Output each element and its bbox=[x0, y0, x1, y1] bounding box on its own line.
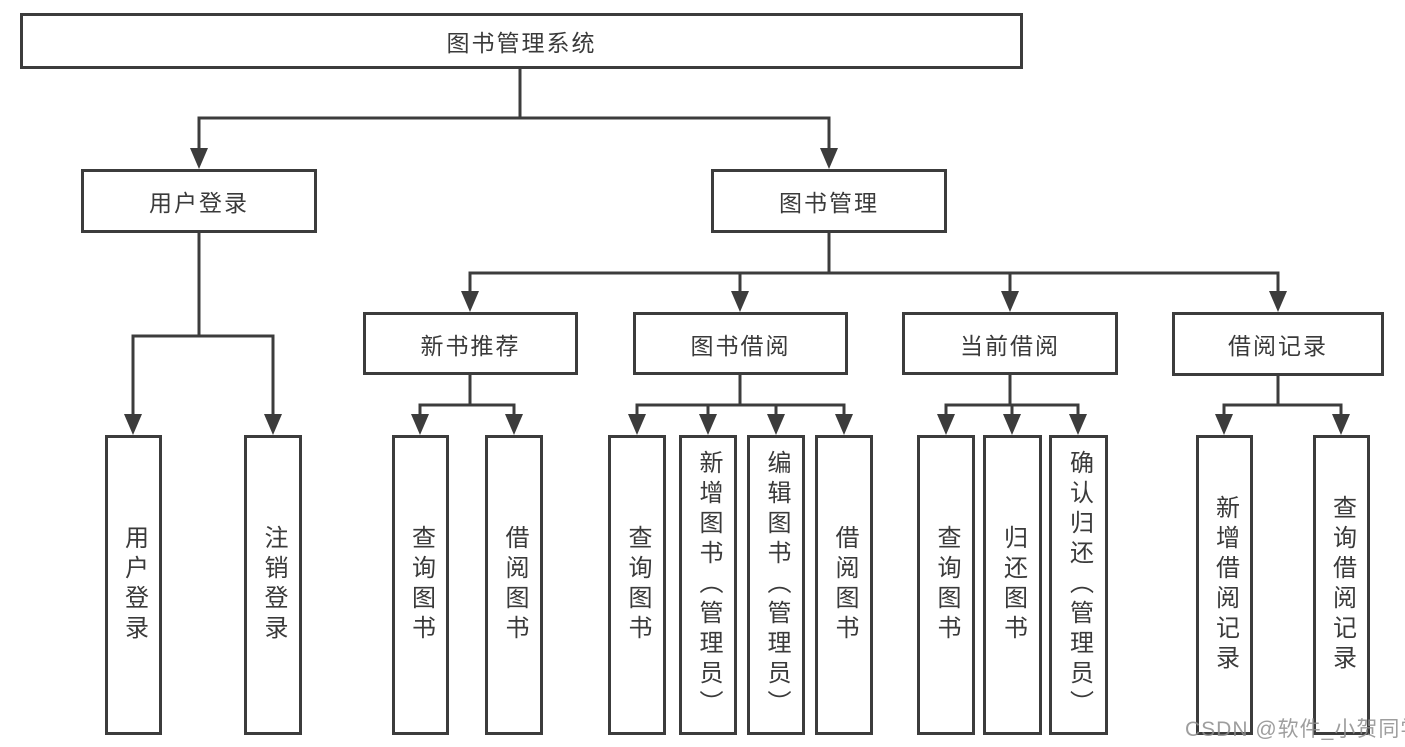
node-root: 图书管理系统 bbox=[20, 13, 1023, 69]
connector-borrow-records-children bbox=[1215, 375, 1350, 435]
connector-root-to-level2 bbox=[190, 69, 838, 169]
leaf-borrow-book: 借阅图书 bbox=[815, 435, 873, 735]
node-borrow-records-label: 借阅记录 bbox=[1228, 333, 1328, 359]
node-book-mgmt: 图书管理 bbox=[711, 169, 947, 233]
connector-book-borrow-children bbox=[628, 375, 853, 435]
leaf-newrec-borrow-books: 借阅图书 bbox=[485, 435, 543, 735]
connector-book-mgmt-to-level3 bbox=[461, 233, 1287, 312]
node-root-label: 图书管理系统 bbox=[446, 30, 597, 56]
leaf-confirm-return-admin: 确认归还（管理员） bbox=[1049, 435, 1108, 735]
node-book-borrow: 图书借阅 bbox=[633, 312, 848, 375]
leaf-borrow-query-books-label: 查询图书 bbox=[624, 525, 651, 645]
node-new-book-rec-label: 新书推荐 bbox=[420, 332, 521, 359]
leaf-add-book-admin-label: 新增图书（管理员） bbox=[695, 450, 722, 720]
leaf-return-book: 归还图书 bbox=[983, 435, 1042, 735]
leaf-query-borrow-record: 查询借阅记录 bbox=[1313, 435, 1370, 735]
leaf-confirm-return-admin-label: 确认归还（管理员） bbox=[1065, 450, 1093, 720]
leaf-newrec-query-books-label: 查询图书 bbox=[407, 525, 435, 645]
leaf-add-borrow-record: 新增借阅记录 bbox=[1196, 435, 1253, 735]
leaf-logout-label: 注销登录 bbox=[260, 525, 287, 645]
leaf-query-borrow-record-label: 查询借阅记录 bbox=[1328, 495, 1356, 675]
leaf-borrow-query-books: 查询图书 bbox=[608, 435, 666, 735]
node-user-login: 用户登录 bbox=[81, 169, 317, 233]
leaf-current-query-books: 查询图书 bbox=[917, 435, 975, 735]
csdn-watermark: CSDN @软件_小贺同学 bbox=[1185, 718, 1405, 741]
node-current-borrow-label: 当前借阅 bbox=[960, 332, 1060, 359]
leaf-current-query-books-label: 查询图书 bbox=[933, 525, 960, 645]
leaf-user-login-label: 用户登录 bbox=[120, 525, 148, 645]
leaf-newrec-query-books: 查询图书 bbox=[392, 435, 449, 735]
leaf-edit-book-admin-label: 编辑图书（管理员） bbox=[763, 450, 790, 720]
connector-new-rec-children bbox=[411, 375, 523, 435]
leaf-add-borrow-record-label: 新增借阅记录 bbox=[1211, 495, 1239, 675]
node-book-mgmt-label: 图书管理 bbox=[779, 190, 879, 216]
node-current-borrow: 当前借阅 bbox=[902, 312, 1118, 375]
node-borrow-records: 借阅记录 bbox=[1172, 312, 1384, 376]
connector-current-borrow-children bbox=[937, 375, 1087, 435]
leaf-user-login: 用户登录 bbox=[105, 435, 162, 735]
node-new-book-rec: 新书推荐 bbox=[363, 312, 578, 375]
leaf-borrow-book-label: 借阅图书 bbox=[831, 525, 858, 645]
node-book-borrow-label: 图书借阅 bbox=[690, 332, 791, 359]
leaf-return-book-label: 归还图书 bbox=[999, 525, 1027, 645]
leaf-newrec-borrow-books-label: 借阅图书 bbox=[501, 525, 528, 645]
connector-user-login-children bbox=[124, 233, 282, 435]
leaf-logout: 注销登录 bbox=[244, 435, 302, 735]
node-user-login-label: 用户登录 bbox=[149, 190, 249, 216]
leaf-add-book-admin: 新增图书（管理员） bbox=[679, 435, 737, 735]
leaf-edit-book-admin: 编辑图书（管理员） bbox=[747, 435, 805, 735]
